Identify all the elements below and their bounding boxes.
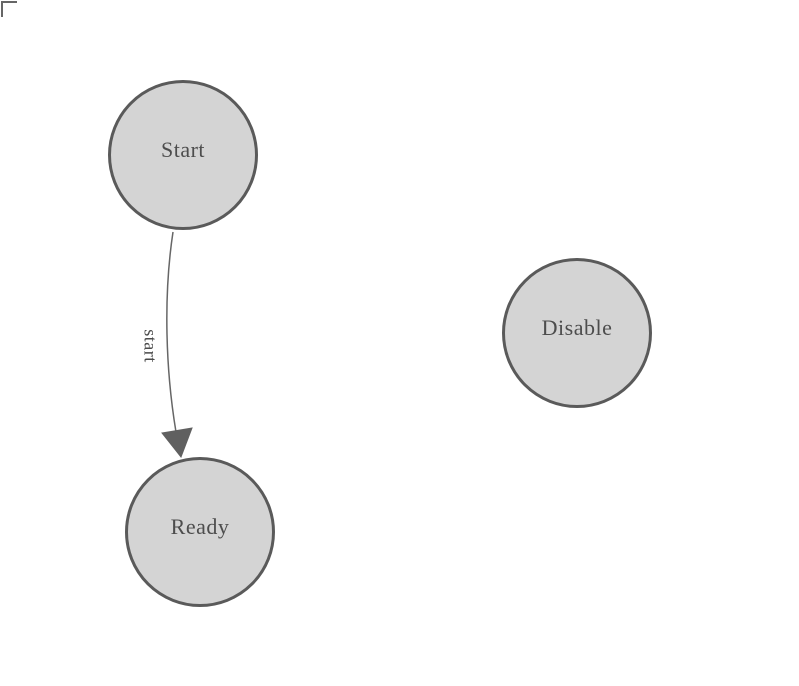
state-node-start[interactable]: Start — [108, 80, 258, 230]
state-node-ready-label: Ready — [170, 514, 230, 539]
edge-arrowhead-icon[interactable] — [161, 427, 193, 459]
transition-edge-start-ready[interactable] — [166, 231, 177, 433]
state-node-disable-label: Disable — [541, 315, 613, 340]
canvas-corner-mark — [1, 1, 17, 17]
state-node-disable[interactable]: Disable — [502, 258, 652, 408]
state-node-ready[interactable]: Ready — [125, 457, 275, 607]
state-node-start-label: Start — [160, 137, 206, 162]
edge-label-start[interactable]: start — [140, 329, 161, 363]
